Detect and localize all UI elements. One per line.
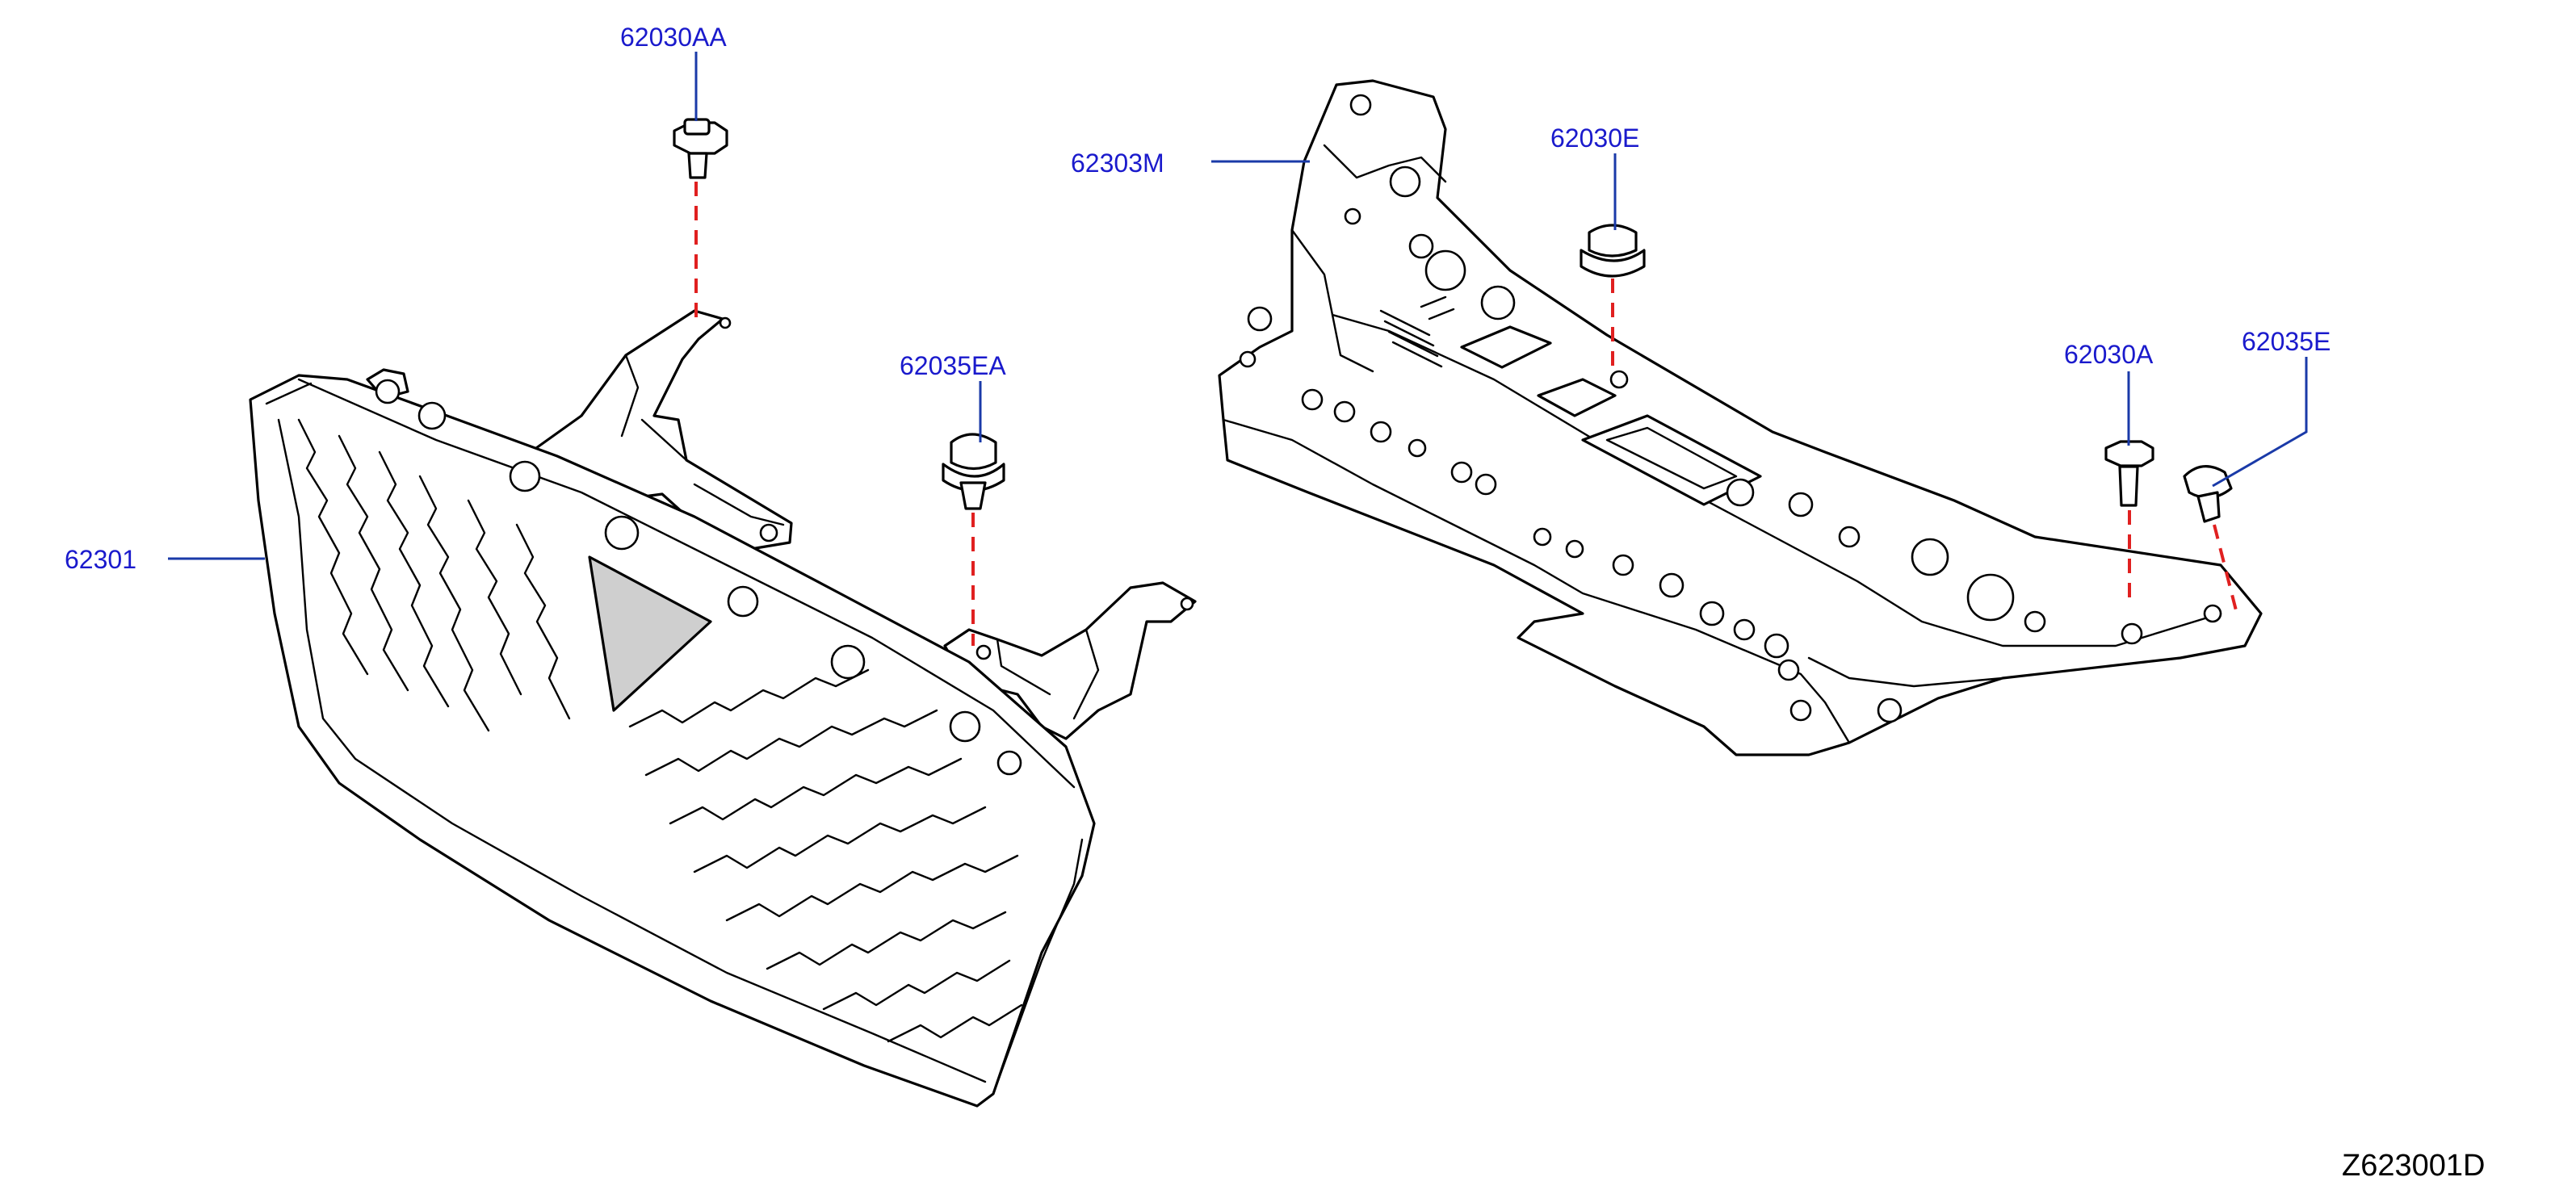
cover-body bbox=[1218, 79, 2263, 756]
callout-62030E: 62030E bbox=[1550, 124, 1640, 153]
leader-62035E bbox=[2212, 357, 2308, 488]
callout-62035E: 62035E bbox=[2242, 327, 2331, 356]
clip-62030AA bbox=[673, 118, 728, 179]
grille-frame bbox=[249, 374, 1096, 1108]
clip-62035EA bbox=[942, 433, 1005, 510]
core-support-cover bbox=[1218, 79, 2263, 756]
grille-emblem-mesh bbox=[588, 555, 712, 712]
grille-assembly bbox=[249, 309, 1197, 1108]
clip-62030A bbox=[2104, 440, 2154, 507]
callout-62301: 62301 bbox=[65, 545, 136, 574]
callout-62303M: 62303M bbox=[1071, 149, 1164, 178]
install-line-62035E bbox=[2213, 524, 2238, 614]
clip-62030E bbox=[1580, 224, 1646, 278]
diagram-code: Z623001D bbox=[2342, 1149, 2486, 1183]
install-dash-lines bbox=[694, 182, 2238, 646]
cover-holes bbox=[1239, 94, 2222, 723]
grille-slats bbox=[297, 418, 1023, 1043]
grille-right-bracket bbox=[943, 581, 1197, 740]
callout-62035EA: 62035EA bbox=[900, 351, 1006, 380]
clip-62035E bbox=[2183, 465, 2233, 523]
callout-62030A: 62030A bbox=[2064, 340, 2154, 369]
cover-vents bbox=[1379, 295, 1455, 368]
callout-62030AA: 62030AA bbox=[620, 23, 727, 52]
grille-top-tabs bbox=[366, 368, 1022, 776]
leader-lines bbox=[168, 52, 2308, 560]
